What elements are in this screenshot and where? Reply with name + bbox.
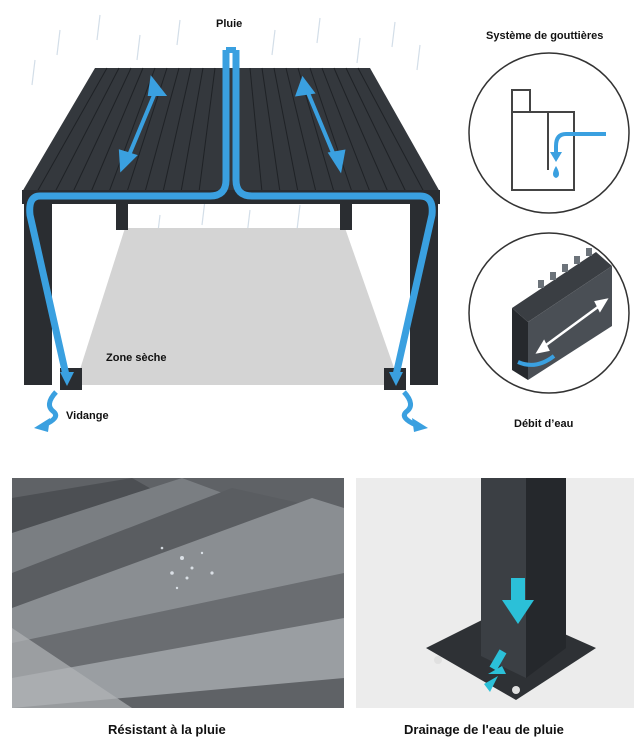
right-drain-arrow — [401, 390, 418, 428]
left-slope-arrow — [118, 75, 168, 173]
dry-zone-label: Zone sèche — [106, 352, 167, 364]
roof-slats — [36, 67, 425, 193]
dry-zone-floor — [75, 228, 400, 385]
water-drop-icon — [553, 166, 559, 178]
water-flow-detail-circle — [466, 230, 632, 396]
drain-label: Vidange — [66, 410, 109, 422]
roof-panel — [22, 68, 440, 192]
post-front — [481, 478, 526, 678]
water-flow-label: Débit d’eau — [514, 418, 574, 430]
right-down-arrow — [389, 372, 403, 386]
drain-down-arrow — [502, 578, 534, 624]
center-gutter-flow — [26, 50, 230, 376]
frame-beam — [12, 618, 132, 708]
pergola-diagram — [0, 0, 460, 440]
louver-slats — [12, 478, 344, 708]
rain-drainage-caption: Drainage de l'eau de pluie — [404, 722, 564, 737]
rain-resistant-caption: Résistant à la pluie — [108, 722, 226, 737]
right-slope-arrow — [295, 75, 346, 174]
gutter-detail-circle — [466, 50, 632, 216]
gutter-system-label: Système de gouttières — [486, 30, 604, 42]
left-down-arrow — [60, 372, 74, 386]
rain-label: Pluie — [216, 18, 243, 30]
rain-drainage-photo — [356, 478, 634, 708]
flow-direction-arrow — [535, 298, 609, 354]
rain-resistant-photo — [12, 478, 344, 708]
gutter-profile-icon — [511, 89, 575, 191]
left-drain-arrow — [42, 390, 59, 428]
gutter-flow-arrow — [554, 132, 606, 154]
pergola-illustration — [22, 14, 440, 432]
rain-splash — [160, 546, 214, 590]
post-side — [526, 478, 566, 678]
drain-outlet-arrow — [484, 649, 507, 692]
gutter-channel-profile — [512, 248, 612, 380]
